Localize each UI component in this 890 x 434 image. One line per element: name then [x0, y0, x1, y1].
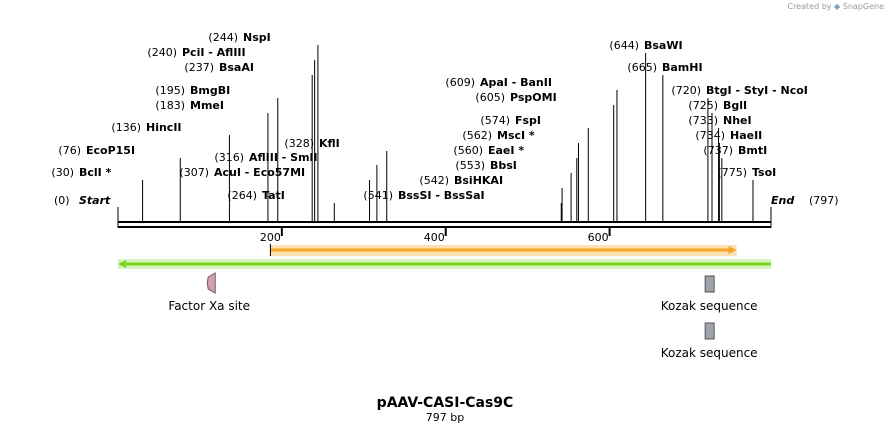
- site-position-label: (734): [695, 129, 725, 142]
- site-position-label: (737): [703, 144, 733, 157]
- ruler-tick-label: 400: [424, 231, 445, 244]
- credit-brand: SnapGene: [842, 2, 884, 11]
- site-name-label[interactable]: HincII: [146, 121, 182, 134]
- site-position-label: (264): [227, 189, 257, 202]
- site-position-label: (574): [480, 114, 510, 127]
- site-position-label: (560): [453, 144, 483, 157]
- factor-xa-site-label[interactable]: Factor Xa site: [168, 299, 250, 313]
- start-position-label: (0): [54, 194, 70, 207]
- kozak-sequence-label[interactable]: Kozak sequence: [661, 299, 758, 313]
- site-name-label[interactable]: PciI - AflIII: [182, 46, 246, 59]
- site-position-label: (183): [155, 99, 185, 112]
- site-position-label: (562): [462, 129, 492, 142]
- site-name-label[interactable]: MscI *: [497, 129, 535, 142]
- site-name-label[interactable]: NspI: [243, 31, 271, 44]
- end-position-label: (797): [809, 194, 839, 207]
- site-position-label: (553): [455, 159, 485, 172]
- end-label: End: [771, 194, 794, 207]
- site-name-label[interactable]: BmtI: [738, 144, 767, 157]
- kozak-sequence-box[interactable]: [704, 322, 715, 340]
- site-position-label: (644): [609, 39, 639, 52]
- site-name-label[interactable]: BglI: [723, 99, 747, 112]
- site-name-label[interactable]: BmgBI: [190, 84, 230, 97]
- credit-text: Created by: [787, 2, 832, 11]
- site-position-label: (328): [284, 137, 314, 150]
- site-name-label[interactable]: MmeI: [190, 99, 224, 112]
- site-position-label: (725): [688, 99, 718, 112]
- site-name-label[interactable]: NheI: [723, 114, 752, 127]
- site-name-label[interactable]: EaeI *: [488, 144, 524, 157]
- site-name-label[interactable]: KflI: [319, 137, 340, 150]
- ruler-tick-label: 200: [260, 231, 281, 244]
- site-position-label: (195): [155, 84, 185, 97]
- feature-cds-arrowhead: [728, 246, 737, 254]
- site-name-label[interactable]: TsoI: [752, 166, 776, 179]
- site-position-label: (244): [208, 31, 238, 44]
- site-name-label[interactable]: AflIII - SmlI: [249, 151, 317, 164]
- site-position-label: (307): [179, 166, 209, 179]
- kozak-sequence-box[interactable]: [704, 275, 715, 293]
- site-position-label: (240): [147, 46, 177, 59]
- site-name-label[interactable]: BssSI - BssSaI: [398, 189, 485, 202]
- site-name-label[interactable]: EcoP15I: [86, 144, 135, 157]
- site-position-label: (542): [419, 174, 449, 187]
- site-position-label: (609): [445, 76, 475, 89]
- site-position-label: (136): [111, 121, 141, 134]
- plasmid-name: pAAV-CASI-Cas9C: [376, 395, 514, 411]
- site-name-label[interactable]: TatI: [262, 189, 285, 202]
- site-name-label[interactable]: BclI *: [79, 166, 112, 179]
- ruler-tick-label: 600: [588, 231, 609, 244]
- snapgene-logo-icon: ◆: [834, 2, 841, 11]
- site-position-label: (30): [51, 166, 74, 179]
- site-position-label: (665): [627, 61, 657, 74]
- site-position-label: (76): [58, 144, 81, 157]
- plasmid-length: 797 bp: [425, 411, 465, 424]
- site-position-label: (720): [671, 84, 701, 97]
- site-name-label[interactable]: BsiHKAI: [454, 174, 503, 187]
- site-position-label: (605): [475, 91, 505, 104]
- start-label: Start: [79, 194, 111, 207]
- site-name-label[interactable]: HaeII: [730, 129, 762, 142]
- site-name-label[interactable]: FspI: [515, 114, 541, 127]
- site-name-label[interactable]: BsaAI: [219, 61, 254, 74]
- site-name-label[interactable]: ApaI - BanII: [480, 76, 552, 89]
- site-name-label[interactable]: BbsI: [490, 159, 517, 172]
- kozak-sequence-label[interactable]: Kozak sequence: [661, 346, 758, 360]
- feature-green-arrowhead: [118, 260, 126, 268]
- site-position-label: (733): [688, 114, 718, 127]
- site-position-label: (237): [184, 61, 214, 74]
- site-position-label: (541): [363, 189, 393, 202]
- site-position-label: (775): [717, 166, 747, 179]
- site-name-label[interactable]: PspOMI: [510, 91, 557, 104]
- factor-xa-site-glyph[interactable]: [206, 272, 216, 294]
- site-name-label[interactable]: BamHI: [662, 61, 703, 74]
- snapgene-credit: Created by ◆ SnapGene: [787, 2, 884, 11]
- site-name-label[interactable]: BtgI - StyI - NcoI: [706, 84, 808, 97]
- site-name-label[interactable]: BsaWI: [644, 39, 683, 52]
- site-name-label[interactable]: AcuI - Eco57MI: [214, 166, 305, 179]
- site-position-label: (316): [214, 151, 244, 164]
